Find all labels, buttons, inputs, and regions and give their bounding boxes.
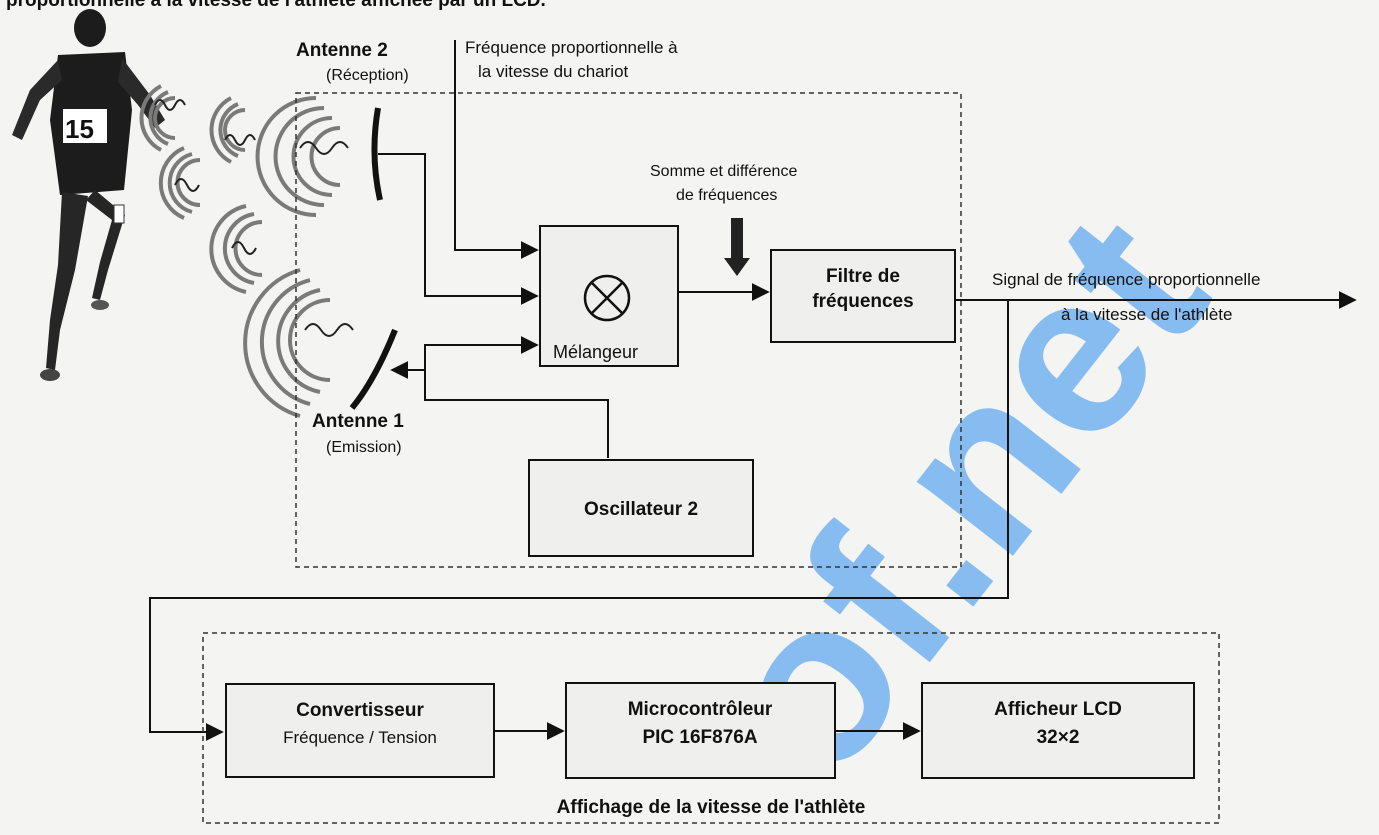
antenna-emission-icon (349, 328, 398, 410)
antenna2-role: (Réception) (326, 67, 409, 84)
lcd-label-2: 32×2 (1037, 727, 1080, 748)
chariot-freq-line1: Fréquence proportionnelle à (465, 38, 678, 57)
output-label-1: Signal de fréquence proportionnelle (992, 270, 1260, 289)
display-group-frame (202, 632, 1220, 824)
antenna1-role: (Emission) (326, 439, 402, 456)
converter-label-2: Fréquence / Tension (283, 728, 437, 747)
filter-block: Filtre de fréquences (770, 249, 956, 343)
lcd-block: Afficheur LCD 32×2 (921, 682, 1195, 779)
lcd-label-1: Afficheur LCD (994, 699, 1122, 720)
mixer-block: Mélangeur (539, 225, 679, 367)
sum-diff-line2: de fréquences (676, 187, 777, 204)
radar-group-frame (295, 92, 962, 568)
header-text: proportionnelle à la vitesse de l'athlèt… (6, 0, 546, 11)
oscillator-block: Oscillateur 2 (528, 459, 754, 557)
oscillator-label: Oscillateur 2 (584, 499, 698, 520)
sum-diff-line1: Somme et différence (650, 163, 797, 180)
converter-block: Convertisseur Fréquence / Tension (225, 683, 495, 778)
filter-label-1: Filtre de (826, 266, 900, 287)
mcu-label-1: Microcontrôleur (628, 699, 773, 720)
filter-label-2: fréquences (812, 291, 913, 312)
mixer-label: Mélangeur (553, 342, 638, 362)
output-label-2: à la vitesse de l'athlète (1061, 305, 1232, 324)
runner-illustration: 15 (12, 9, 165, 381)
mcu-block: Microcontrôleur PIC 16F876A (565, 682, 836, 779)
chariot-freq-line2: la vitesse du chariot (478, 62, 629, 81)
antenna2-name: Antenne 2 (296, 40, 388, 61)
antenna1-name: Antenne 1 (312, 411, 404, 432)
wave-arcs (139, 84, 354, 418)
multiplier-icon (583, 274, 631, 322)
bib-number: 15 (65, 114, 94, 144)
antenna-reception-icon (371, 107, 383, 201)
display-group-title: Affichage de la vitesse de l'athlète (557, 797, 866, 818)
mcu-label-2: PIC 16F876A (642, 727, 757, 748)
sum-diff-arrow-icon (724, 218, 750, 276)
converter-label-1: Convertisseur (296, 700, 424, 721)
radar-connections (149, 40, 1357, 741)
